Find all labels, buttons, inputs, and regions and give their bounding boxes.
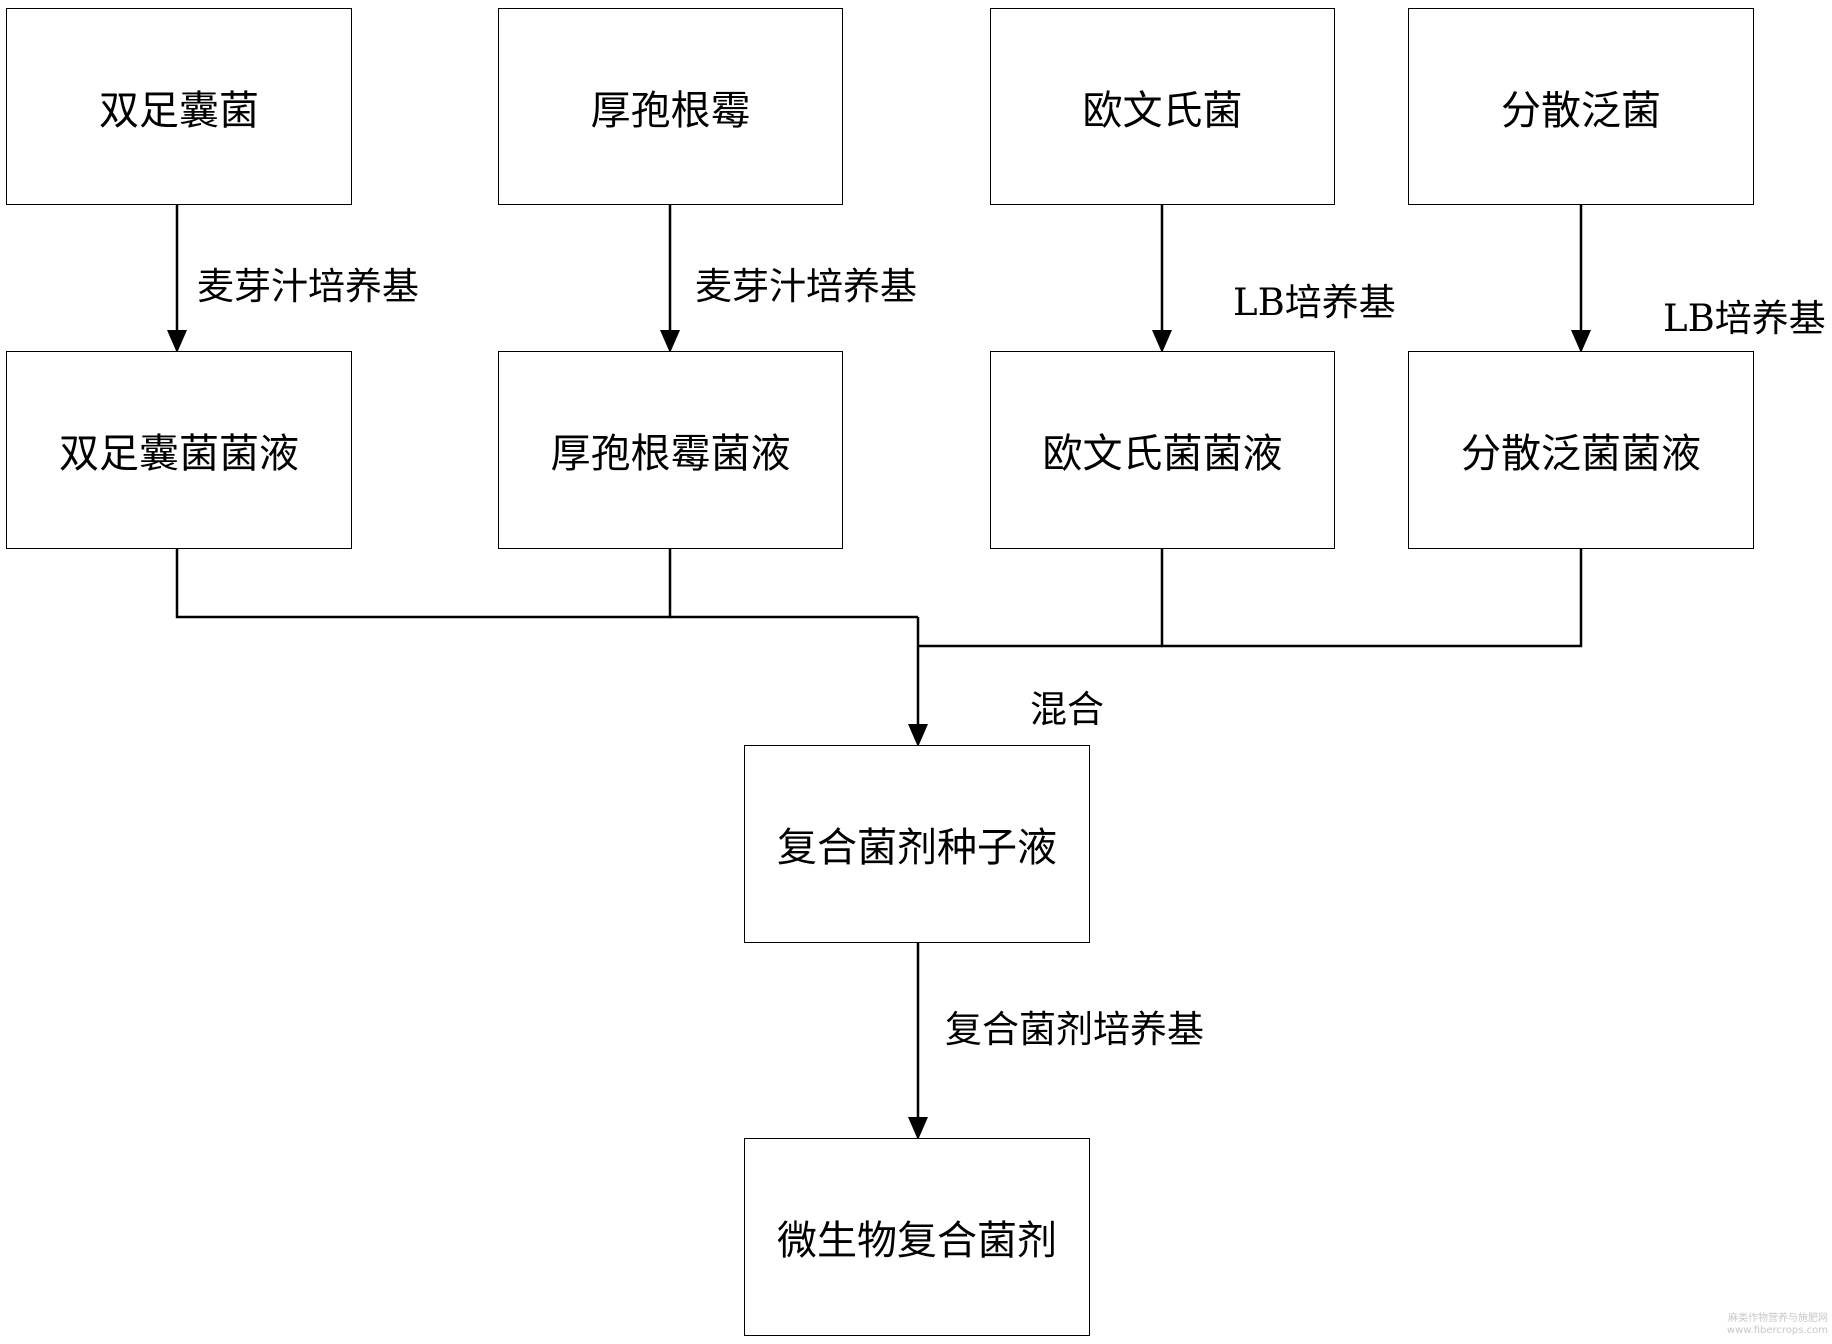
medium-label-1: 麦芽汁培养基	[197, 265, 419, 308]
seed-liquid-box: 复合菌剂种子液	[744, 745, 1090, 943]
source-box-1: 双足囊菌	[6, 8, 352, 205]
watermark-line-1: 麻类作物营养与施肥网	[1728, 1313, 1828, 1324]
source-label-2: 厚孢根霉	[590, 87, 751, 134]
culture-label-4: 分散泛菌菌液	[1461, 431, 1701, 477]
source-box-4: 分散泛菌	[1408, 8, 1754, 205]
culture-label-3: 欧文氏菌菌液	[1042, 431, 1283, 477]
culture-box-2: 厚孢根霉菌液	[498, 351, 843, 549]
medium-label-3: LB培养基	[1233, 281, 1396, 324]
culture-box-3: 欧文氏菌菌液	[990, 351, 1335, 549]
watermark-line-2: www.fibercrops.com	[1726, 1324, 1828, 1336]
seed-liquid-label: 复合菌剂种子液	[777, 825, 1057, 871]
mix-label: 混合	[1030, 688, 1104, 731]
source-box-2: 厚孢根霉	[498, 8, 843, 205]
culture-box-1: 双足囊菌菌液	[6, 351, 352, 549]
culture-box-4: 分散泛菌菌液	[1408, 351, 1754, 549]
watermark: 麻类作物营养与施肥网 www.fibercrops.com	[1690, 1313, 1828, 1336]
medium-label-2: 麦芽汁培养基	[695, 265, 917, 308]
merge-line-right	[1160, 549, 1583, 648]
culture-label-2: 厚孢根霉菌液	[550, 431, 791, 477]
source-box-3: 欧文氏菌	[990, 8, 1335, 205]
final-medium-label: 复合菌剂培养基	[945, 1008, 1204, 1051]
final-product-box: 微生物复合菌剂	[744, 1138, 1090, 1336]
merge-line-left	[175, 549, 672, 619]
source-label-3: 欧文氏菌	[1082, 87, 1243, 134]
final-product-label: 微生物复合菌剂	[777, 1218, 1057, 1264]
source-label-4: 分散泛菌	[1501, 87, 1661, 134]
source-label-1: 双足囊菌	[99, 87, 259, 134]
medium-label-4: LB培养基	[1663, 297, 1826, 340]
culture-label-1: 双足囊菌菌液	[59, 431, 299, 477]
